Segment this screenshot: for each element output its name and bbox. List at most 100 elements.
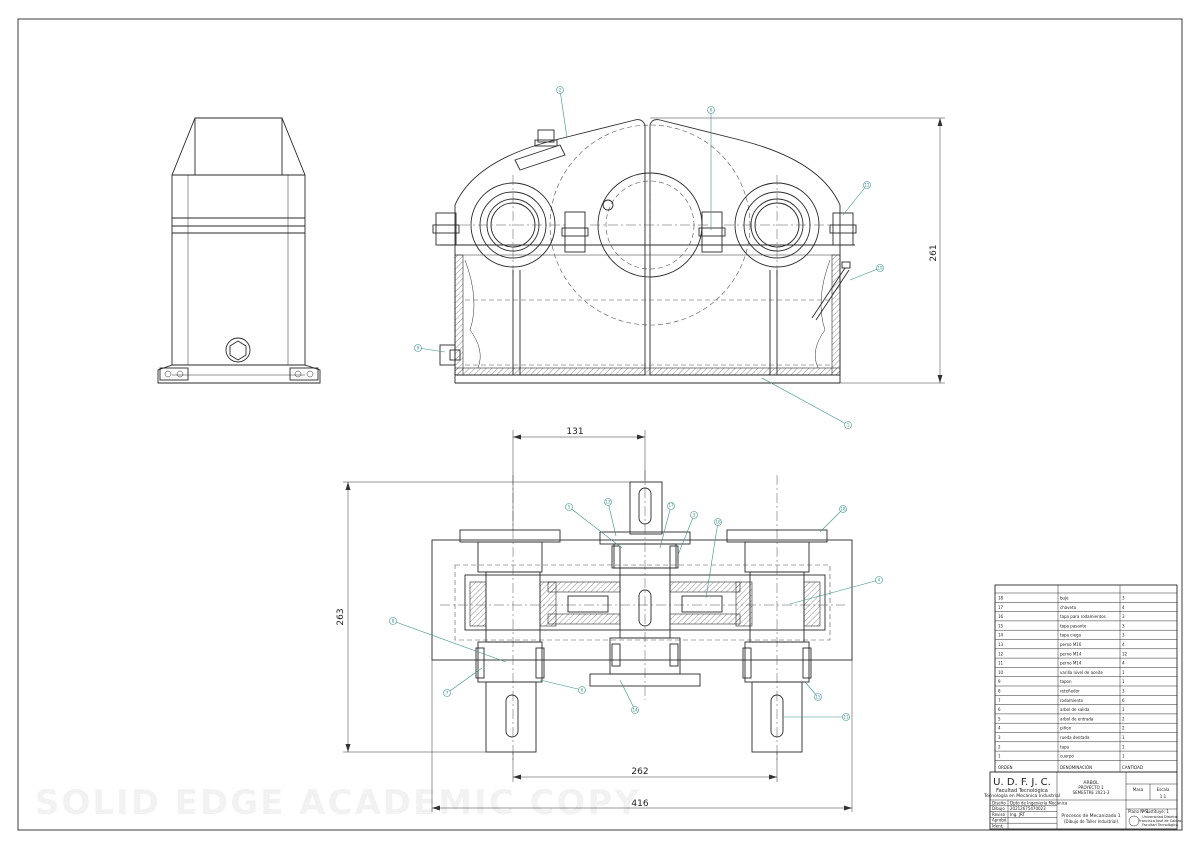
bom-cell-name: piñon xyxy=(1060,726,1072,731)
bom-cell-n: 12 xyxy=(998,651,1004,656)
bom-cell-name: perno M16 xyxy=(1060,642,1082,647)
bom-header-order: ORDEN xyxy=(998,765,1013,770)
title-scale: 1:1 xyxy=(1160,794,1167,799)
bom-cell-name: cuerpo xyxy=(1060,754,1074,759)
top-balloon-2: 13 xyxy=(605,500,611,505)
dim-top-center-distance-label: 262 xyxy=(631,767,648,777)
bom-cell-qty: 1 xyxy=(1122,744,1125,749)
right-bearing-housing xyxy=(724,175,830,275)
top-balloon-11: 14 xyxy=(632,708,638,713)
title-program: Tecnología en Mecánica Industrial xyxy=(983,792,1060,799)
left-shaft-assembly xyxy=(459,529,561,753)
dimension-top-height: 263 xyxy=(336,481,630,753)
bom-cell-n: 4 xyxy=(998,726,1001,731)
bom-cell-qty: 1 xyxy=(1122,707,1125,712)
bom-cell-n: 3 xyxy=(998,735,1001,740)
front-balloon-5: 9 xyxy=(417,346,420,351)
bom-cell-n: 5 xyxy=(998,716,1001,721)
title-part: ARBOL xyxy=(1083,780,1099,786)
dimension-top-overall-width: 416 xyxy=(431,660,853,812)
dim-top-height-label: 263 xyxy=(336,608,346,625)
bom-cell-qty: 3 xyxy=(1122,689,1125,694)
title-inst-1: Universidad Distrital xyxy=(1142,815,1178,819)
bom-cell-name: buje xyxy=(1060,596,1069,601)
bom-cell-n: 18 xyxy=(998,596,1004,601)
bom-cell-n: 1 xyxy=(998,754,1001,759)
bom-cell-n: 6 xyxy=(998,707,1001,712)
watermark: SOLID EDGE ACADEMIC COPY xyxy=(35,783,641,823)
bom-cell-name: tapa ciega xyxy=(1060,633,1082,638)
bom-cell-name: reteñedor xyxy=(1060,689,1080,694)
bom-cell-qty: 3 xyxy=(1122,633,1125,638)
oil-dipstick xyxy=(811,261,851,321)
front-balloons: 2 6 12 10 9 1 xyxy=(414,86,884,429)
dim-top-overall-width-label: 416 xyxy=(631,799,648,809)
sheet-border xyxy=(17,18,1183,831)
bom-cell-qty: 1 xyxy=(1122,679,1125,684)
bom-cell-n: 2 xyxy=(998,744,1001,749)
title-escala-label: Escala xyxy=(1157,787,1170,792)
bom-cell-n: 13 xyxy=(998,642,1004,647)
title-masa-label: Masa xyxy=(1133,787,1144,792)
drain-plug-front xyxy=(439,344,461,366)
bom-cell-name: chaveta xyxy=(1060,605,1077,610)
bom-cell-n: 7 xyxy=(998,698,1001,703)
bom-cell-qty: 12 xyxy=(1122,651,1128,656)
left-bearing-housing xyxy=(460,175,566,275)
dimension-top-center-distance: 262 xyxy=(512,752,778,782)
title-row-key: Revisó xyxy=(992,812,1006,817)
bom-cell-n: 14 xyxy=(998,633,1004,638)
front-balloon-3: 12 xyxy=(864,183,870,188)
title-faculty: Facultad Tecnológica xyxy=(996,787,1048,794)
bom-cell-name: rodamiento xyxy=(1060,698,1084,703)
bom-cell-qty: 3 xyxy=(1122,614,1125,619)
top-balloon-8: 8 xyxy=(392,619,395,624)
top-balloon-13: 11 xyxy=(843,715,849,720)
bom-cell-name: tapon xyxy=(1060,679,1072,684)
bolt-group xyxy=(432,211,857,253)
top-balloon-4: 3 xyxy=(693,513,696,518)
bom-cell-name: tapa xyxy=(1060,744,1070,749)
top-balloon-5: 16 xyxy=(715,520,721,525)
bom-cell-n: 17 xyxy=(998,605,1004,610)
front-view xyxy=(432,119,857,384)
bom-cell-n: 8 xyxy=(998,689,1001,694)
bom-cell-name: rueda dentada xyxy=(1060,735,1090,740)
top-view xyxy=(431,470,853,760)
title-sustituye: Sustituye: 1 xyxy=(1145,809,1169,814)
bom-cell-qty: 1 xyxy=(1122,735,1125,740)
bom-header-qty: CANTIDAD xyxy=(1122,765,1143,770)
bom-cell-qty: 4 xyxy=(1122,605,1125,610)
bom-cell-n: 9 xyxy=(998,679,1001,684)
title-row-value: 20212675470023 xyxy=(1010,806,1046,811)
bom-cell-n: 16 xyxy=(998,614,1004,619)
title-inst-3: Facultad Tecnológica xyxy=(1142,823,1178,827)
bom-cell-qty: 4 xyxy=(1122,661,1125,666)
dimension-front-height: 261 xyxy=(650,117,945,384)
top-balloons: 5 13 17 3 16 18 4 8 7 6 14 15 xyxy=(389,498,883,721)
bom-cell-qty: 6 xyxy=(1122,698,1125,703)
bom-cell-qty: 3 xyxy=(1122,596,1125,601)
bom-cell-name: perno M14 xyxy=(1060,661,1082,666)
top-balloon-9: 7 xyxy=(446,691,449,696)
title-row-value: Ing. JRT xyxy=(1010,812,1025,817)
bom-cell-qty: 4 xyxy=(1122,642,1125,647)
bom-cell-qty: 1 xyxy=(1122,754,1125,759)
top-balloon-3: 17 xyxy=(668,503,674,508)
front-balloon-2: 6 xyxy=(710,108,713,113)
top-balloon-7: 4 xyxy=(878,578,881,583)
bom-cell-name: tapa para rodamientos xyxy=(1060,614,1106,619)
title-project: PROYECTO 1 xyxy=(1078,785,1104,790)
title-block: U. D. F. J. C. Facultad Tecnológica Tecn… xyxy=(983,771,1182,830)
bom-cell-name: arbol de salida xyxy=(1060,707,1090,712)
title-row-key: Aprobó xyxy=(992,818,1007,823)
front-balloon-1: 2 xyxy=(559,88,562,93)
top-balloon-6: 18 xyxy=(840,507,846,512)
title-course: Procesos de Mecanizado 1 xyxy=(1061,813,1120,819)
dimension-top-shaft-width: 131 xyxy=(512,427,646,530)
drain-plug xyxy=(225,337,251,363)
bom-cell-n: 10 xyxy=(998,670,1004,675)
top-balloon-1: 5 xyxy=(568,505,571,510)
